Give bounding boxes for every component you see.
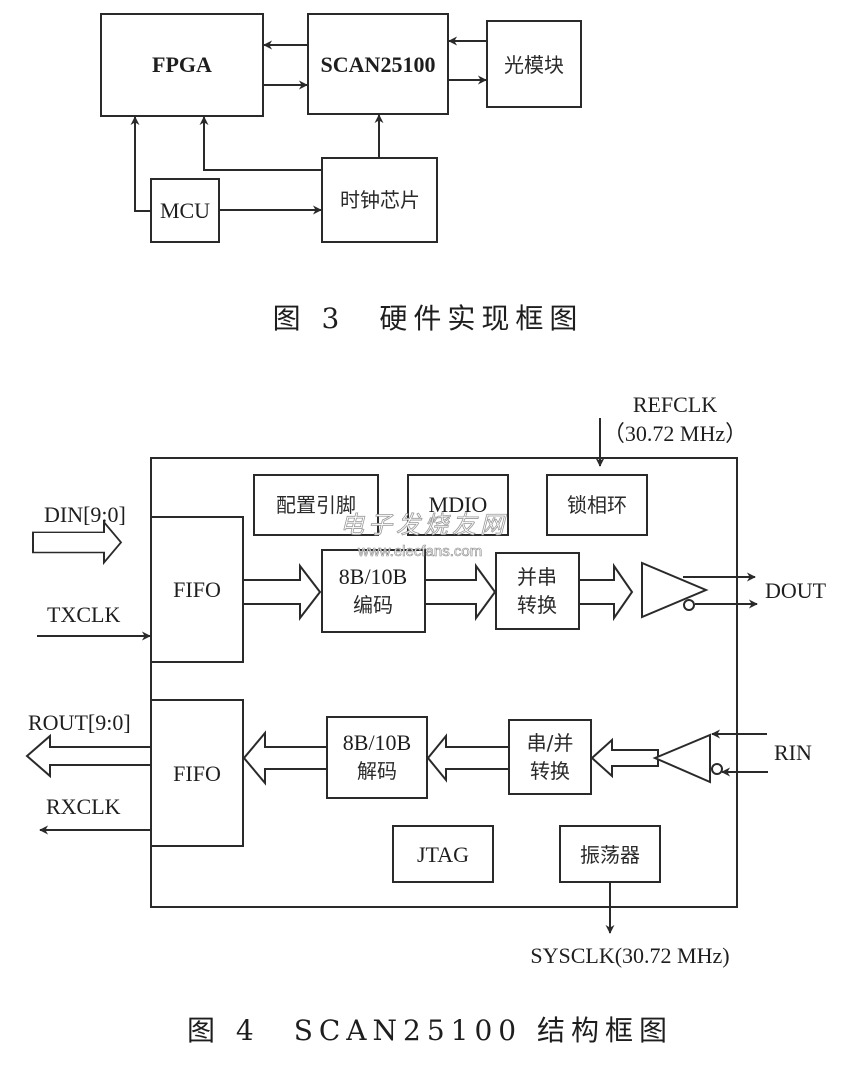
rxclk-label: RXCLK [46,794,121,819]
watermark-site-name: 电子发烧友网 [340,511,508,539]
decoder-label-line2: 解码 [357,759,397,783]
pll-block [546,474,648,536]
jtag-label: JTAG [417,842,469,867]
serializer-to-driver-bus-arrow [578,562,634,622]
rout-bus-arrow [25,733,152,779]
tx-driver-inversion-bubble [683,599,695,611]
scan25100-block [307,13,449,115]
rx-receiver-icon [652,733,711,784]
deserializer-label-line2: 转换 [530,759,570,783]
scan25100-label: SCAN25100 [321,52,436,77]
refclk-label: REFCLK [633,392,717,417]
config-pins-label: 配置引脚 [276,493,356,517]
rx-receiver-inversion-bubble [711,763,723,775]
txclk-label: TXCLK [47,602,120,627]
decoder-label-line1: 8B/10B [343,730,411,755]
watermark-url: www.elecfans.com [357,543,482,560]
mcu-label: MCU [160,198,210,223]
rin-label: RIN [774,740,812,765]
clock-chip-label: 时钟芯片 [340,188,420,212]
deserializer-label-line1: 串/并 [527,731,574,755]
fpga-label: FPGA [152,52,212,77]
arrow-mcu-to-fpga [130,116,151,212]
chip-outline [150,457,738,908]
mdio-block [407,474,509,536]
encoder-to-serializer-bus-arrow [424,562,497,622]
figure-4: REFCLK （30.72 MHz） 配置引脚 MDIO 锁相环 FIFO 8B… [25,392,827,1047]
optical-module-label: 光模块 [504,53,564,77]
encoder-label-line1: 8B/10B [339,564,407,589]
figure-3-caption: 图 3 硬件实现框图 [273,302,584,335]
figure-3: FPGA SCAN25100 光模块 MCU 时钟芯片 图 3 硬件实现框图 [100,13,584,335]
fifo-rx-label: FIFO [173,761,221,786]
rout-label: ROUT[9:0] [28,710,131,735]
oscillator-label: 振荡器 [580,843,640,867]
decoder-to-fifo-bus-arrow [242,730,328,786]
din-bus-arrow [32,519,123,566]
fifo-to-encoder-bus-arrow [242,563,322,621]
encoder-label-line2: 编码 [353,593,393,617]
fpga-block [100,13,264,117]
fifo-rx-block [150,699,244,847]
jtag-block [392,825,494,883]
sysclk-label: SYSCLK(30.72 MHz) [530,943,729,968]
tx-driver-icon [641,561,709,619]
dout-label: DOUT [765,578,827,603]
pll-label: 锁相环 [567,493,627,517]
receiver-to-deserializer-bus-arrow [590,737,659,779]
fifo-tx-label: FIFO [173,577,221,602]
serializer-label-line2: 转换 [517,593,557,617]
encoder-block [321,549,426,633]
optical-module-block [486,20,582,108]
figure-4-caption: 图 4 SCAN25100 结构框图 [187,1014,673,1047]
serializer-label-line1: 并串 [517,565,557,589]
refclk-frequency: （30.72 MHz） [603,421,747,446]
config-pins-block [253,474,379,536]
arrow-clock-to-fpga [199,116,322,171]
deserializer-to-decoder-bus-arrow [426,733,510,783]
din-label: DIN[9:0] [44,502,126,527]
mdio-label: MDIO [429,492,488,517]
